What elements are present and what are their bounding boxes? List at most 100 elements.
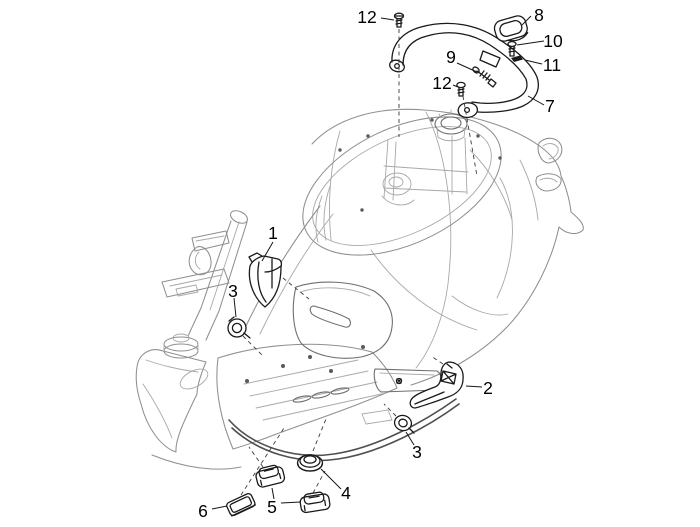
diagram-line xyxy=(161,268,230,298)
diagram-line xyxy=(381,195,415,206)
diagram-line xyxy=(303,455,317,464)
diagram-line xyxy=(194,251,201,270)
diagram-line xyxy=(498,156,502,160)
diagram-line xyxy=(383,135,468,201)
diagram-line xyxy=(487,78,497,88)
guide-line xyxy=(312,470,326,494)
diagram-line xyxy=(382,172,412,196)
diagram-line xyxy=(228,316,251,339)
leader-line-rect-plugs xyxy=(280,501,302,504)
side-cover-part-2 xyxy=(409,361,464,409)
diagram-line xyxy=(259,213,334,335)
diagram-line xyxy=(539,177,558,183)
diagram-line xyxy=(398,418,408,428)
diagram-line xyxy=(402,32,528,105)
diagram-line xyxy=(479,70,491,81)
diagram-line xyxy=(258,464,280,480)
callout-label-side-cover-right: 2 xyxy=(483,378,493,398)
guide-line xyxy=(242,335,263,356)
diagram-line xyxy=(393,414,413,432)
diagram-line xyxy=(360,208,364,212)
diagram-line xyxy=(311,108,584,386)
kick-panel xyxy=(292,281,393,359)
guide-line xyxy=(240,427,285,496)
leader-line-screw-top xyxy=(380,17,395,21)
callout-label-grab-rail: 7 xyxy=(545,96,555,116)
diagram-line xyxy=(456,81,466,89)
side-cover-part-1 xyxy=(248,252,283,308)
diagram-line xyxy=(415,111,452,369)
frame-column xyxy=(161,210,249,359)
diagram-line xyxy=(430,118,434,122)
diagram-line xyxy=(172,333,190,343)
diagram-line xyxy=(508,45,516,57)
diagram-line xyxy=(451,295,509,316)
diagram-line xyxy=(409,361,464,409)
floorboard xyxy=(135,343,460,470)
diagram-line xyxy=(248,255,283,308)
diagram-line xyxy=(338,148,342,152)
leader-line-side-cover-right xyxy=(465,385,483,388)
diagram-line xyxy=(229,210,249,224)
diagram-line xyxy=(281,364,285,368)
diagram-line xyxy=(463,106,471,114)
leader-line-grab-rail xyxy=(527,95,545,106)
rubber-pad-part-6 xyxy=(226,492,256,517)
diagram-line xyxy=(329,130,341,241)
guide-lines xyxy=(240,29,478,496)
diagram-line xyxy=(303,491,325,505)
diagram-line xyxy=(135,349,207,453)
leader-line-grommet-bottom xyxy=(405,431,415,446)
guide-line xyxy=(383,403,397,417)
diagram-line xyxy=(228,398,457,457)
diagram-line xyxy=(388,176,404,188)
diagram-line xyxy=(297,463,323,472)
leader-lines xyxy=(211,15,545,510)
callout-label-grommet-bottom: 3 xyxy=(412,442,422,462)
diagram-line xyxy=(361,409,393,425)
leader-line-screw-cap xyxy=(516,40,545,46)
rect-plug-part-5b xyxy=(299,491,331,514)
diagram-line xyxy=(302,116,502,256)
diagram-line xyxy=(440,116,462,130)
diagram-line xyxy=(542,143,559,160)
diagram-line xyxy=(179,368,209,390)
diagram-line xyxy=(231,504,256,517)
diagram-line xyxy=(394,15,404,28)
diagram-line xyxy=(476,134,480,138)
grommet-part-3-left xyxy=(227,316,251,339)
diagram-line xyxy=(142,359,199,439)
diagram-line xyxy=(311,391,331,399)
diagram-line xyxy=(519,159,539,221)
callout-label-fitting: 9 xyxy=(446,47,456,67)
diagram-line xyxy=(308,355,312,359)
callout-label-nut: 11 xyxy=(543,55,561,75)
leader-line-grommet-left xyxy=(233,297,237,318)
diagram-line xyxy=(507,40,517,48)
diagram-line xyxy=(303,495,327,512)
diagram-line xyxy=(370,249,478,331)
diagram-line xyxy=(315,185,331,243)
diagram-line xyxy=(292,281,393,359)
callout-label-rubber-pad: 6 xyxy=(198,501,208,521)
diagram-line xyxy=(231,403,460,462)
diagram-line xyxy=(231,322,243,334)
leader-line-screw-mid xyxy=(452,84,459,88)
diagram-line xyxy=(248,252,263,263)
diagram-line xyxy=(259,468,282,486)
diagram-line xyxy=(209,221,240,311)
callout-label-rect-plugs: 5 xyxy=(267,497,277,517)
diagram-line xyxy=(245,379,249,383)
callout-label-side-cover-left: 1 xyxy=(268,223,278,243)
callout-label-grommet-left: 3 xyxy=(228,281,238,301)
diagram-line xyxy=(414,363,453,405)
diagram-line xyxy=(361,345,365,349)
scooter-body xyxy=(245,108,584,386)
diagram-line xyxy=(493,15,528,42)
leader-line-fitting xyxy=(456,62,478,73)
diagram-line xyxy=(243,359,387,421)
guide-line xyxy=(312,418,327,452)
diagram-line xyxy=(216,343,398,450)
guide-line xyxy=(248,446,264,468)
